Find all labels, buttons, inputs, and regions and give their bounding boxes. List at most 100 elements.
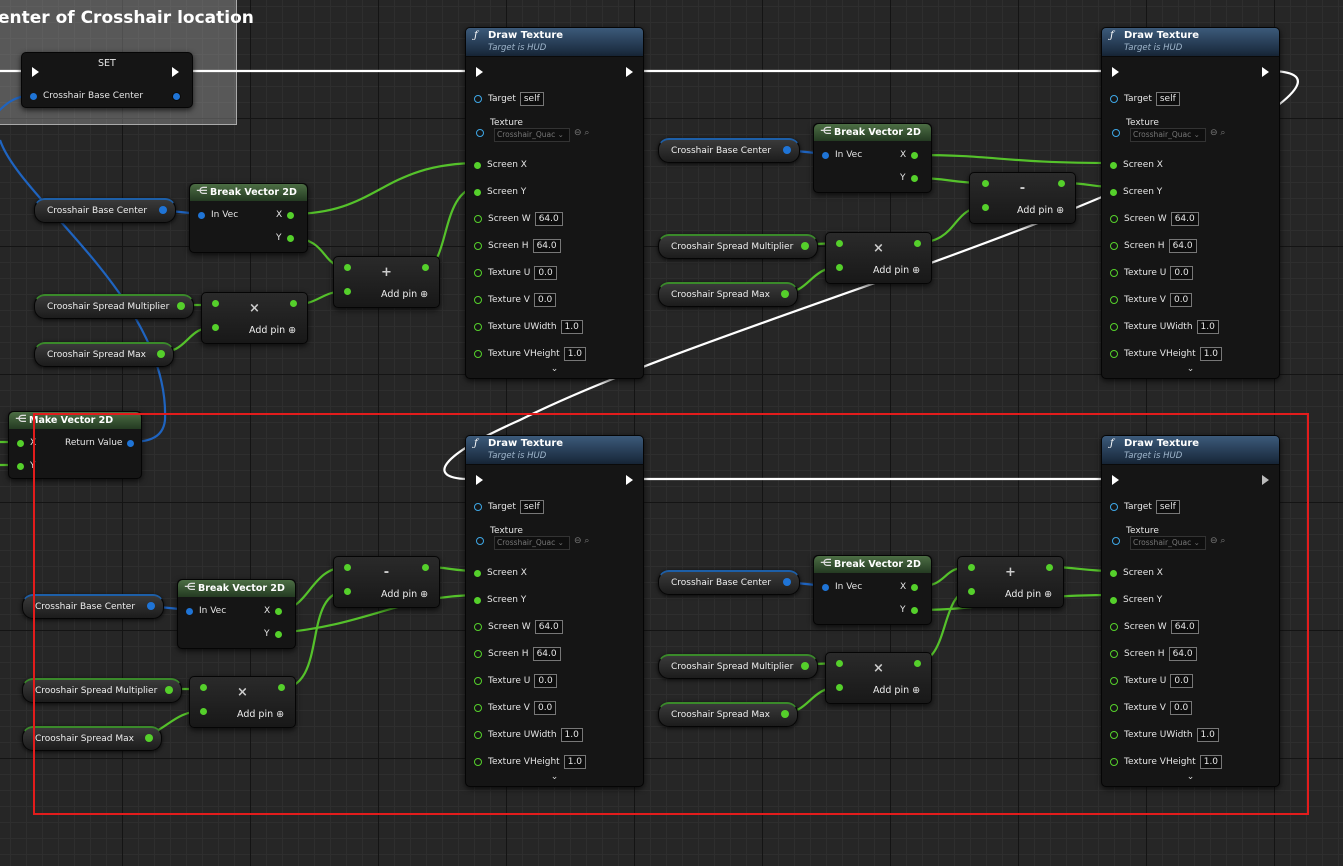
spread-multiplier-var[interactable]: Crooshair Spread Multiplier — [22, 678, 182, 703]
exec-in-pin[interactable] — [476, 475, 483, 485]
param-value[interactable]: 0.0 — [1169, 293, 1193, 307]
x-out-row[interactable]: X — [276, 208, 300, 222]
exec-out-pin[interactable] — [172, 67, 179, 77]
spread-max-var[interactable]: Crooshair Spread Max — [22, 726, 162, 751]
spread-multiplier-var[interactable]: Crooshair Spread Multiplier — [34, 294, 194, 319]
texture-dropdown[interactable]: Crosshair_Quac ⌄ — [494, 536, 570, 550]
param-value[interactable]: 64.0 — [532, 239, 561, 253]
spread-max-var[interactable]: Crooshair Spread Max — [658, 702, 798, 727]
param-value[interactable]: 64.0 — [1168, 239, 1197, 253]
param-value[interactable]: 64.0 — [1170, 212, 1199, 226]
add-pin-button[interactable]: Add pin ⊕ — [873, 265, 921, 276]
add-pin-button[interactable]: Add pin ⊕ — [237, 709, 285, 720]
break-vector-node[interactable]: ⋲Break Vector 2D In Vec X Y — [813, 555, 932, 625]
in-vec-row[interactable]: In Vec — [186, 604, 226, 618]
param-value[interactable]: 0.0 — [1170, 674, 1193, 688]
param-row[interactable]: Screen Y — [474, 185, 526, 199]
texture-browse-icons[interactable]: ⊖ ⌕ — [1210, 128, 1226, 138]
crosshair-base-center-var[interactable]: Crosshair Base Center — [658, 570, 800, 595]
param-value[interactable]: 64.0 — [1168, 647, 1197, 661]
exec-in-pin[interactable] — [32, 67, 39, 77]
add-node[interactable]: + Add pin ⊕ — [957, 556, 1064, 608]
texture-browse-icons[interactable]: ⊖ ⌕ — [574, 536, 590, 546]
add-node[interactable]: + Add pin ⊕ — [333, 256, 440, 308]
texture-dropdown[interactable]: Crosshair_Quac ⌄ — [1130, 536, 1206, 550]
expand-arrow-icon[interactable]: ⌄ — [550, 364, 559, 374]
in-vec-row[interactable]: In Vec — [822, 580, 862, 594]
break-vector-node[interactable]: ⋲Break Vector 2D In Vec X Y — [813, 123, 932, 193]
add-pin-button[interactable]: Add pin ⊕ — [1017, 205, 1065, 216]
texture-pin[interactable] — [1112, 129, 1120, 137]
return-value-row[interactable]: Return Value — [65, 436, 140, 450]
param-value[interactable]: 1.0 — [563, 755, 587, 769]
param-value[interactable]: 0.0 — [1169, 701, 1193, 715]
param-value[interactable]: 64.0 — [532, 647, 561, 661]
break-vector-node[interactable]: ⋲Break Vector 2D In Vec X Y — [189, 183, 308, 253]
param-value[interactable]: 1.0 — [560, 728, 583, 742]
multiply-node[interactable]: × Add pin ⊕ — [825, 652, 932, 704]
x-in-row[interactable]: X — [17, 436, 36, 450]
expand-arrow-icon[interactable]: ⌄ — [1186, 772, 1195, 782]
in-vec-row[interactable]: In Vec — [822, 148, 862, 162]
param-row[interactable]: Screen X — [474, 566, 527, 580]
exec-out-pin[interactable] — [626, 67, 633, 77]
param-value[interactable]: 1.0 — [560, 320, 583, 334]
texture-dropdown[interactable]: Crosshair_Quac ⌄ — [1130, 128, 1206, 142]
param-value[interactable]: 1.0 — [1196, 728, 1219, 742]
set-node[interactable]: SET Crosshair Base Center — [21, 52, 193, 108]
param-row[interactable]: Screen Y — [1110, 185, 1162, 199]
param-row[interactable]: Screen X — [474, 158, 527, 172]
y-out-row[interactable]: Y — [900, 603, 924, 617]
spread-max-var[interactable]: Crooshair Spread Max — [34, 342, 174, 367]
param-value[interactable]: 0.0 — [1170, 266, 1193, 280]
add-pin-button[interactable]: Add pin ⊕ — [381, 289, 429, 300]
subtract-node[interactable]: - Add pin ⊕ — [969, 172, 1076, 224]
subtract-node[interactable]: - Add pin ⊕ — [333, 556, 440, 608]
param-value[interactable]: 64.0 — [1170, 620, 1199, 634]
param-value[interactable]: 1.0 — [1199, 347, 1223, 361]
crosshair-base-center-var[interactable]: Crosshair Base Center — [658, 138, 800, 163]
expand-arrow-icon[interactable]: ⌄ — [550, 772, 559, 782]
exec-in-pin[interactable] — [1112, 475, 1119, 485]
add-pin-button[interactable]: Add pin ⊕ — [381, 589, 429, 600]
vector-pin[interactable] — [30, 92, 37, 100]
multiply-node[interactable]: × Add pin ⊕ — [825, 232, 932, 284]
multiply-node[interactable]: × Add pin ⊕ — [189, 676, 296, 728]
y-out-row[interactable]: Y — [900, 171, 924, 185]
crosshair-base-center-var[interactable]: Crosshair Base Center — [34, 198, 176, 223]
param-row[interactable]: Screen X — [1110, 158, 1163, 172]
crosshair-base-center-var[interactable]: Crosshair Base Center — [22, 594, 164, 619]
x-out-row[interactable]: X — [264, 604, 288, 618]
spread-multiplier-var[interactable]: Crooshair Spread Multiplier — [658, 234, 818, 259]
y-out-row[interactable]: Y — [264, 627, 288, 641]
make-vector-node[interactable]: ⋲Make Vector 2D X Y Return Value — [8, 411, 142, 479]
expand-arrow-icon[interactable]: ⌄ — [1186, 364, 1195, 374]
